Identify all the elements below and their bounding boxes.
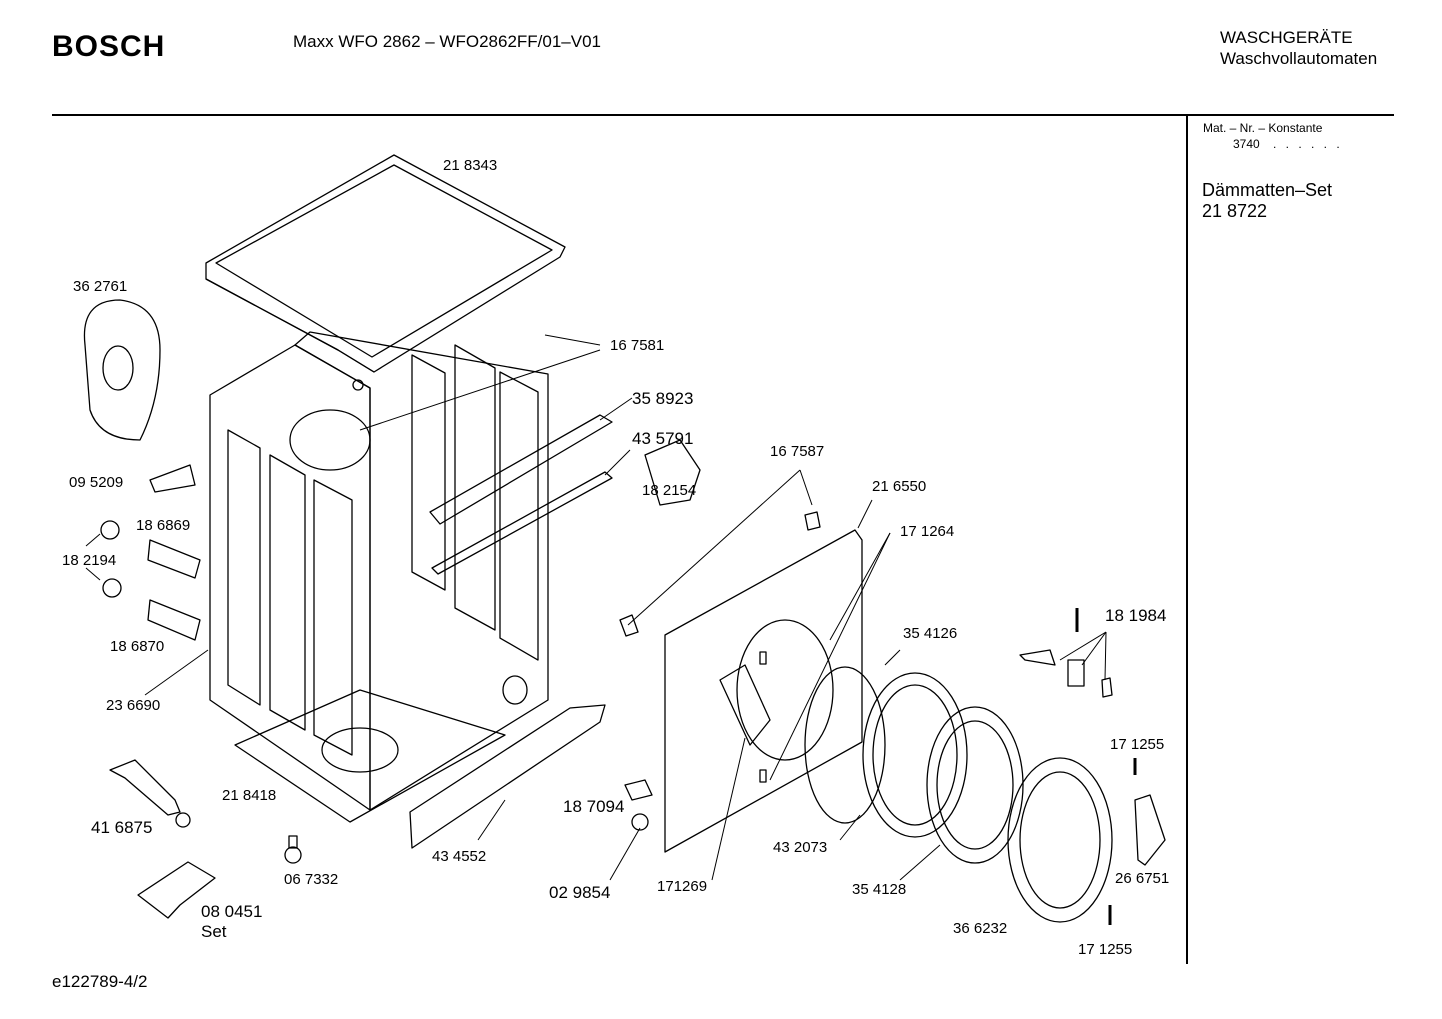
part-label-side-cover: 36 2761 [73,278,128,295]
mat-number-label: Mat. – Nr. – Konstante [1203,121,1323,135]
plinth-panel [409,704,606,849]
category-subtitle: Waschvollautomaten [1220,49,1378,68]
model-title: Maxx WFO 2862 – WFO2862FF/01–V01 [293,32,602,51]
part-label-bushing: 18 2194 [62,552,117,569]
sidebar-divider [1186,116,1188,964]
part-label-door-catch: 18 1984 [1105,606,1167,625]
part-label-plinth: 43 4552 [432,848,487,865]
part-label-door-outer-ring: 36 6232 [953,920,1008,937]
leader-lines [85,334,1107,881]
part-label-wrench: 41 6875 [91,818,153,837]
part-label-cabinet: 23 6690 [106,697,161,714]
part-label-bracket: 09 5209 [69,474,124,491]
part-label-lock-bracket: 18 7094 [563,797,625,816]
part-label-shock-absorber-a: 18 6869 [136,517,191,534]
part-label-door-lock: 18 2154 [642,482,697,499]
part-label-pin-upper: 17 1255 [1110,736,1165,753]
insulation-set-label: Dämmatten–Set [1202,180,1333,200]
small-parts-left [83,299,302,919]
mat-number-dots: . . . . . . [1273,137,1343,151]
part-label-screw: 06 7332 [284,871,339,888]
part-label-transport-lock-set: Set [201,922,227,941]
part-label-knob: 02 9854 [549,883,611,902]
part-label-brace-upper: 35 8923 [632,389,694,408]
part-label-brace-lower: 43 5791 [632,429,694,448]
part-label-door-glass: 35 4128 [852,881,907,898]
part-label-door-inner-frame: 43 2073 [773,839,828,856]
part-label-clip-front: 16 7587 [770,443,825,460]
cross-braces [429,414,613,575]
insulation-set-number: 21 8722 [1202,201,1268,221]
part-label-hinge: 171269 [657,878,708,895]
part-label-door-handle: 26 6751 [1115,870,1170,887]
part-label-worktop: 21 8343 [443,157,498,174]
part-label-hinge-bushing: 17 1264 [900,523,955,540]
header-divider [52,114,1394,116]
part-label-front-panel: 21 6550 [872,478,927,495]
part-label-transport-lock: 08 0451 [201,902,263,921]
drawing-id: e122789-4/2 [52,972,148,991]
part-label-base-frame: 21 8418 [222,787,277,804]
door-assembly [619,439,1166,925]
mat-number-value: 3740 [1233,137,1260,151]
part-label-door-seal-spring: 35 4126 [903,625,958,642]
brand-logo: BOSCH [52,30,166,63]
front-panel [664,529,863,853]
part-label-clip-top: 16 7581 [610,337,665,354]
exploded-view-drawing [83,154,1166,925]
category-title: WASCHGERÄTE [1220,28,1353,47]
cabinet-frame [209,331,549,823]
part-label-shock-absorber-b: 18 6870 [110,638,165,655]
worktop-lid [205,154,566,373]
part-label-pin-lower: 17 1255 [1078,941,1133,958]
